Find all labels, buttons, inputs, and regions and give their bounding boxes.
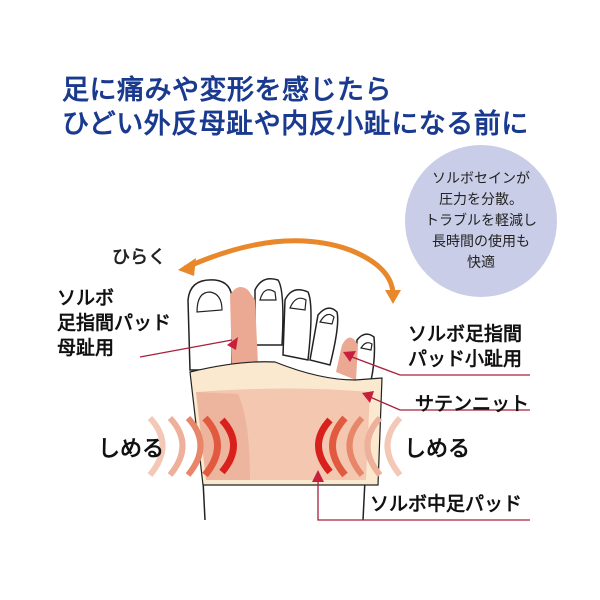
arrow-head-left [178, 258, 196, 276]
label-line: 母趾用 [57, 337, 115, 359]
spread-arrow [183, 238, 396, 299]
label-line: パッド小趾用 [408, 348, 523, 370]
bubble-line: 圧力を分散。 [439, 191, 523, 208]
info-bubble: ソルボセインが 圧力を分散。 トラブルを軽減し 長時間の使用も 快適 [405, 145, 557, 297]
headline-line-2: ひどい外反母趾や内反小趾になる前に [62, 109, 529, 140]
spread-label: ひらく [112, 247, 166, 268]
label-line: ソルボ [57, 287, 115, 309]
squeeze-left-arcs [147, 415, 237, 478]
headline-line-1: 足に痛みや変形を感じたら [62, 75, 392, 106]
leader-lines [139, 339, 530, 521]
metatarsal-pad-label: ソルボ中足パッド [370, 493, 523, 515]
tighten-left-label: しめる [98, 437, 165, 462]
big-toe-pad [230, 286, 258, 370]
satin-knit-label: サテンニット [415, 393, 530, 415]
squeeze-right-arcs [315, 415, 403, 478]
little-toe-pad-label: ソルボ足指間 パッド小趾用 [408, 322, 522, 372]
arrow-head-right [385, 290, 401, 304]
bubble-line: ソルボセインが [432, 170, 530, 187]
label-line: ソルボ足指間 [408, 323, 523, 345]
label-line: 足指間パッド [57, 312, 172, 334]
big-toe-pad-label: ソルボ 足指間パッド 母趾用 [57, 286, 171, 361]
tighten-right-label: しめる [404, 437, 471, 462]
bubble-line: 快適 [467, 254, 495, 271]
little-toe-pad [336, 337, 358, 380]
bubble-line: トラブルを軽減し [425, 212, 537, 229]
bubble-line: 長時間の使用も [432, 233, 530, 250]
